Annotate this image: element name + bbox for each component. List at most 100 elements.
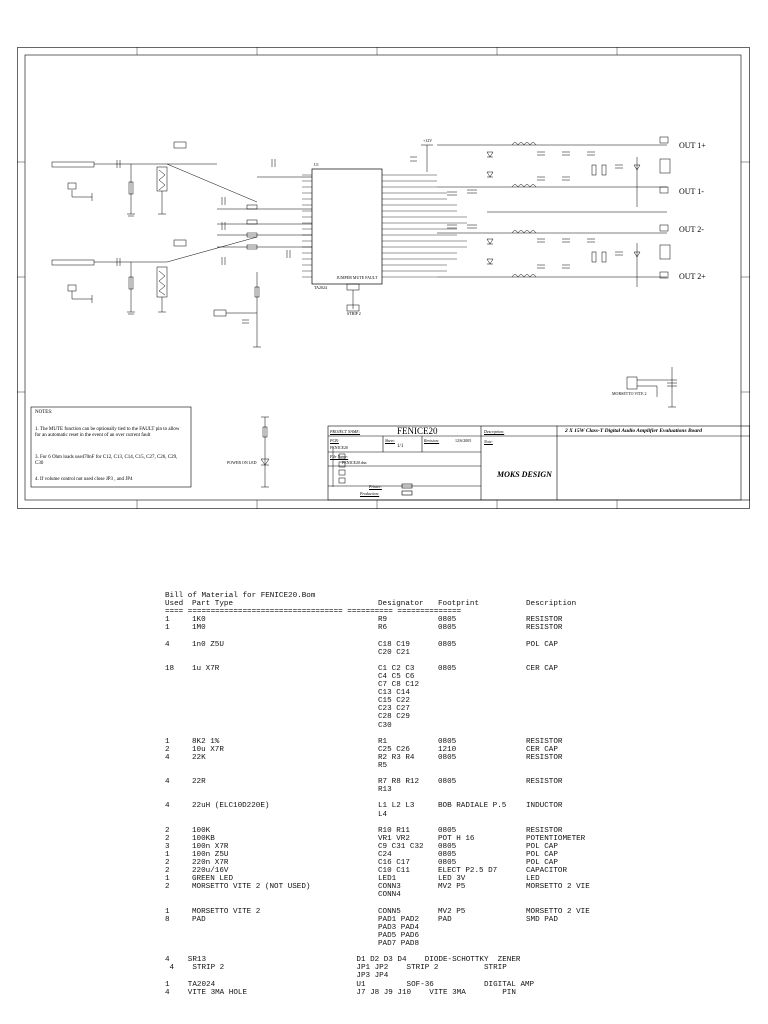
- bom-line: 1 TA2024 U1 SOF-36 DIGITAL AMP: [165, 980, 535, 989]
- bom-part-type: 10u X7R: [192, 745, 224, 754]
- schematic-sheet: OUT 1+ OUT 1- OUT 2- OUT 2+ U1 TA2024 +1…: [17, 47, 751, 509]
- bom-row: C7 C8 C12: [165, 681, 765, 689]
- separator-text: ==== ================================== …: [165, 608, 462, 617]
- bom-row: PAD7 PAD8: [165, 940, 765, 948]
- bom-part-type: 22K: [192, 753, 206, 762]
- bom-designator: R9: [378, 616, 388, 625]
- sheet-value: 1/1: [397, 444, 404, 449]
- bom-description: RESISTOR: [526, 753, 563, 762]
- bom-row-gap: [165, 948, 765, 956]
- bom-designator: C25 C26: [378, 745, 410, 754]
- bom-used: 4: [165, 640, 170, 649]
- bom-footprint: 0805: [438, 842, 457, 851]
- bom-description: RESISTOR: [526, 778, 563, 787]
- mute-jumper-label: JUMPER MUTE FAULT: [336, 275, 378, 280]
- bom-description: CAPACITOR: [526, 867, 568, 876]
- bom-used: 1: [165, 616, 170, 625]
- bom-part-type: 1M0: [192, 624, 206, 633]
- bom-row: R13: [165, 786, 765, 794]
- header-description: Description: [526, 600, 577, 609]
- output-label-2-plus: OUT 2+: [679, 272, 706, 281]
- bom-used: 2: [165, 859, 170, 868]
- bom-description: POL CAP: [526, 640, 558, 649]
- bom-footprint: MV2 P5: [438, 907, 466, 916]
- bom-description: INDUCTOR: [526, 802, 563, 811]
- connector-label: MORSETTO VITE 2: [612, 391, 647, 396]
- output-label-2-minus: OUT 2-: [679, 225, 704, 234]
- bom-description: CER CAP: [526, 745, 558, 754]
- bom-footprint: POT H 16: [438, 834, 475, 843]
- bom-part-type: 22R: [192, 778, 206, 787]
- pcb-label: PCB:: [330, 438, 339, 443]
- bom-line: 4 VITE 3MA HOLE J7 J8 J9 J10 VITE 3MA PI…: [165, 988, 516, 997]
- bom-designator: R6: [378, 624, 388, 633]
- bom-designator: PAD3 PAD4: [378, 923, 420, 932]
- bom-row: C23 C27: [165, 705, 765, 713]
- bom-part-type: PAD: [192, 915, 206, 924]
- bom-description: POL CAP: [526, 851, 558, 859]
- bom-designator: C13 C14: [378, 689, 410, 698]
- bom-description: CER CAP: [526, 664, 558, 673]
- bom-part-type: 1K0: [192, 616, 206, 625]
- bom-footprint: 0805: [438, 826, 457, 835]
- bom-used: 1: [165, 875, 170, 884]
- bom-designator: C15 C22: [378, 697, 410, 706]
- notes-title: NOTES:: [35, 410, 53, 415]
- header-used: Used: [165, 600, 184, 609]
- bom-title: Bill of Material for FENICE20.Bom: [165, 592, 316, 600]
- bom-separator: ==== ================================== …: [165, 608, 765, 616]
- bom-designator: C9 C31 C32: [378, 842, 424, 851]
- bom-row: C13 C14: [165, 689, 765, 697]
- bom-row: PAD5 PAD6: [165, 932, 765, 940]
- bom-line: 4 STRIP 2 JP1 JP2 STRIP 2 STRIP: [165, 964, 507, 973]
- bom-designator: R1: [378, 737, 388, 746]
- bom-footprint: ELECT P2.5 D7: [438, 867, 498, 876]
- bom-designator: C24: [378, 851, 392, 859]
- bom-designator: R7 R8 R12: [378, 778, 420, 787]
- bom-designator: C1 C2 C3: [378, 664, 415, 673]
- project-name-label: PROJECT NAME:: [330, 429, 361, 434]
- bom-used: 3: [165, 842, 170, 851]
- bom-designator: C16 C17: [378, 859, 410, 868]
- bom-footprint: 0805: [438, 851, 457, 859]
- bom-tail: 4 SR13 D1 D2 D3 D4 DIODE-SCHOTTKY ZENER …: [165, 956, 765, 996]
- bom-row-gap: [165, 730, 765, 738]
- sheet-label: Sheet:: [385, 438, 395, 443]
- bom-used: 2: [165, 745, 170, 754]
- bom-used: 4: [165, 778, 170, 787]
- bom-row: L4: [165, 811, 765, 819]
- bom-used: 2: [165, 867, 170, 876]
- bom-part-type: MORSETTO VITE 2: [192, 907, 261, 916]
- note-3: 3. For 6 Ohm loads use470nF for C12, C13…: [35, 455, 178, 466]
- bom-designator: R10 R11: [378, 826, 410, 835]
- bom-description: POL CAP: [526, 842, 558, 851]
- bom-used: 2: [165, 826, 170, 835]
- header-footprint: Footprint: [438, 600, 480, 609]
- bom-line: 4 SR13 D1 D2 D3 D4 DIODE-SCHOTTKY ZENER: [165, 956, 521, 965]
- note-label: Note:: [484, 439, 493, 444]
- bom-footprint: PAD: [438, 915, 452, 924]
- bom-designator: R13: [378, 786, 392, 795]
- bom-designator: PAD7 PAD8: [378, 940, 420, 949]
- bom-designator: L4: [378, 810, 388, 819]
- bom-row: CONN4: [165, 891, 765, 899]
- bom-used: 1: [165, 624, 170, 633]
- bom-footprint: 0805: [438, 753, 457, 762]
- bom-row: C15 C22: [165, 697, 765, 705]
- bom-part-type: 100n X7R: [192, 842, 229, 851]
- supply-label: +12V: [423, 138, 433, 143]
- bom-row: C28 C29: [165, 713, 765, 721]
- bom-used: 1: [165, 851, 170, 859]
- bom-designator: LED1: [378, 875, 397, 884]
- bom-row-gap: [165, 657, 765, 665]
- bom-title-row: Bill of Material for FENICE20.Bom: [165, 592, 765, 600]
- bom-used: 18: [165, 664, 175, 673]
